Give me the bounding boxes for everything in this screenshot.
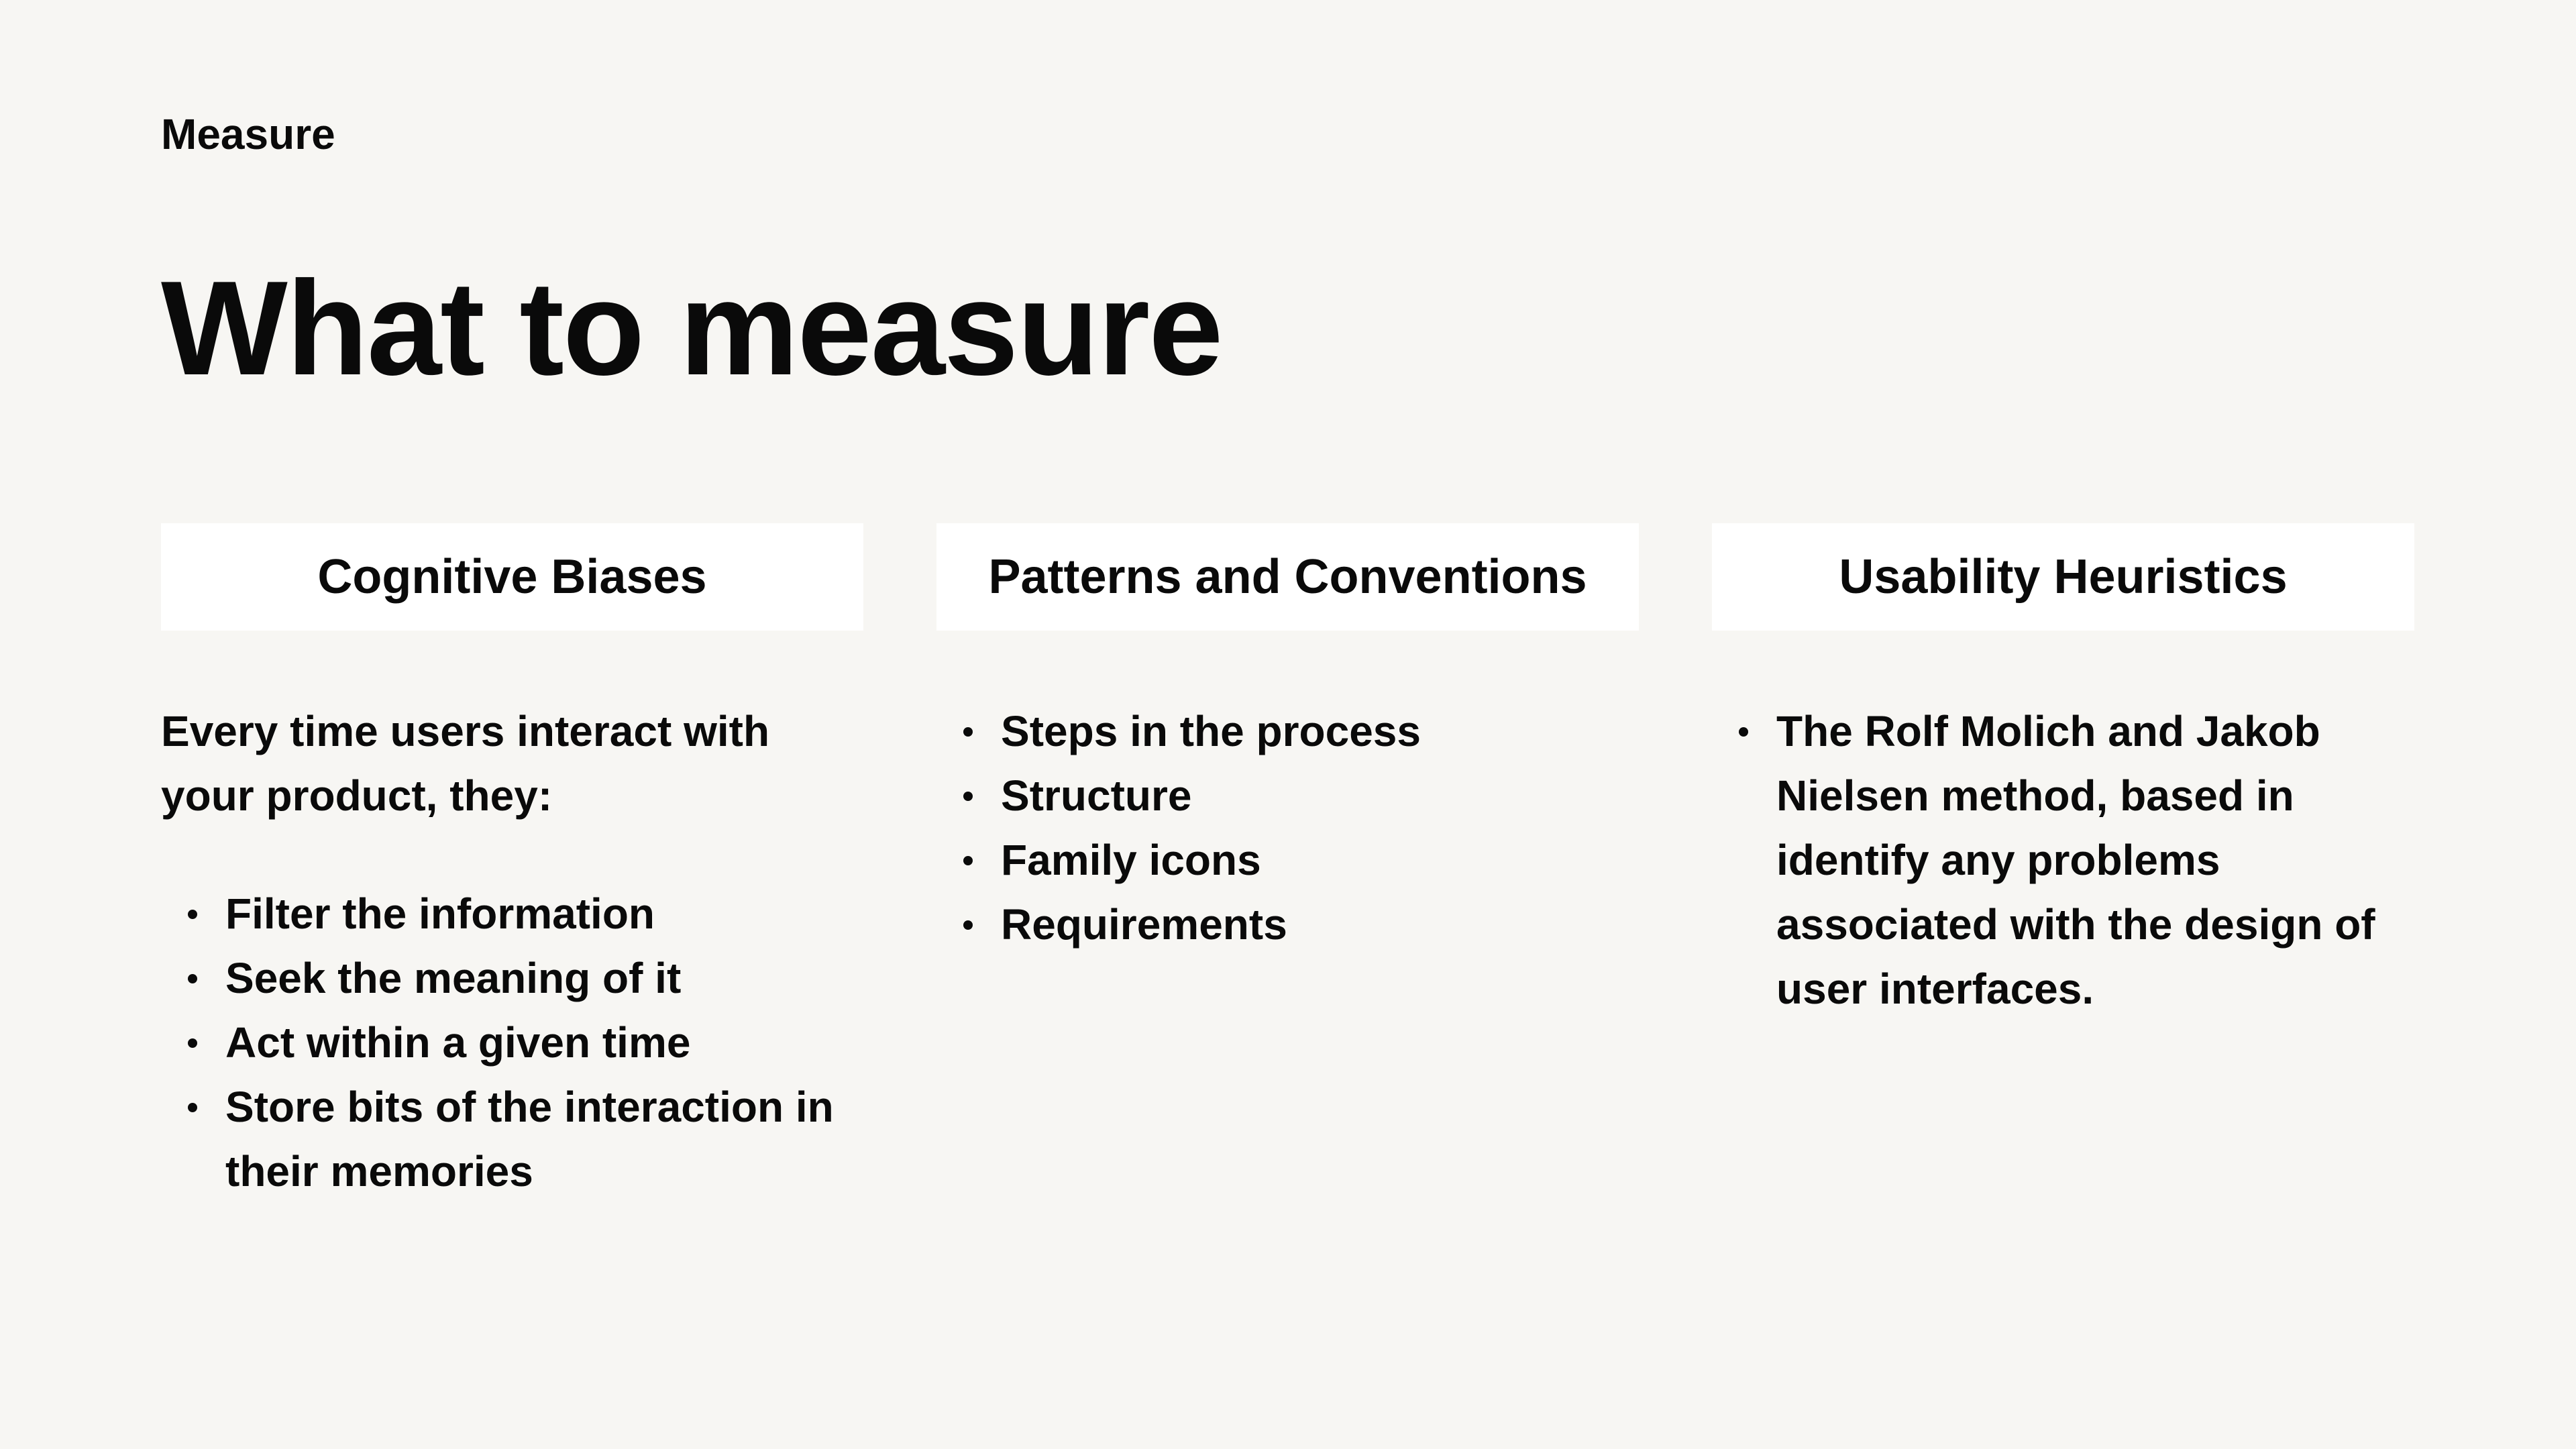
list-item: Act within a given time <box>161 1010 863 1075</box>
column-cognitive-biases: Cognitive Biases Every time users intera… <box>161 523 863 1203</box>
bullet-list: The Rolf Molich and Jakob Nielsen method… <box>1712 699 2414 1021</box>
list-item: Requirements <box>936 892 1639 957</box>
slide-title: What to measure <box>161 254 1223 403</box>
column-header: Patterns and Conventions <box>936 523 1639 631</box>
list-item: The Rolf Molich and Jakob Nielsen method… <box>1712 699 2414 1021</box>
section-label: Measure <box>161 110 335 158</box>
column-body: Steps in the process Structure Family ic… <box>936 699 1639 957</box>
list-item: Filter the information <box>161 881 863 946</box>
column-usability-heuristics: Usability Heuristics The Rolf Molich and… <box>1712 523 2414 1021</box>
intro-text: Every time users interact with your prod… <box>161 707 770 820</box>
column-body: The Rolf Molich and Jakob Nielsen method… <box>1712 699 2414 1021</box>
list-item: Family icons <box>936 828 1639 892</box>
list-item: Seek the meaning of it <box>161 946 863 1010</box>
column-header: Usability Heuristics <box>1712 523 2414 631</box>
bullet-list: Steps in the process Structure Family ic… <box>936 699 1639 957</box>
column-patterns-and-conventions: Patterns and Conventions Steps in the pr… <box>936 523 1639 957</box>
list-item: Store bits of the interaction in their m… <box>161 1075 863 1203</box>
column-body: Every time users interact with your prod… <box>161 699 863 1203</box>
list-item: Steps in the process <box>936 699 1639 763</box>
list-item: Structure <box>936 763 1639 828</box>
column-header: Cognitive Biases <box>161 523 863 631</box>
bullet-list: Filter the information Seek the meaning … <box>161 881 863 1203</box>
